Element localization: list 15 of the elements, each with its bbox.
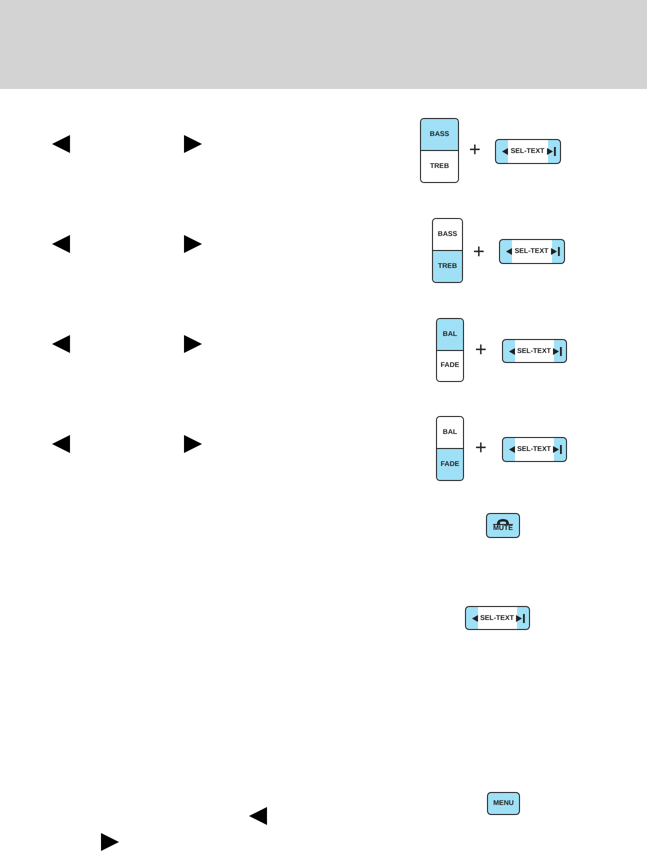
rocker-button: [436, 416, 464, 481]
plus-sign: +: [473, 242, 485, 262]
seek-button: [502, 339, 567, 363]
plus-sign: +: [475, 438, 487, 458]
rocker-button: [420, 118, 459, 183]
plus-sign: +: [469, 140, 481, 160]
seek-button: [499, 239, 565, 264]
plus-sign: +: [475, 340, 487, 360]
menu-button: [487, 792, 520, 815]
rocker-button: [436, 318, 464, 382]
mute-button: [486, 513, 520, 538]
seek-button: [495, 139, 561, 164]
seek-button: [502, 437, 567, 462]
seek-button: [465, 606, 530, 630]
rocker-button: [432, 218, 463, 283]
